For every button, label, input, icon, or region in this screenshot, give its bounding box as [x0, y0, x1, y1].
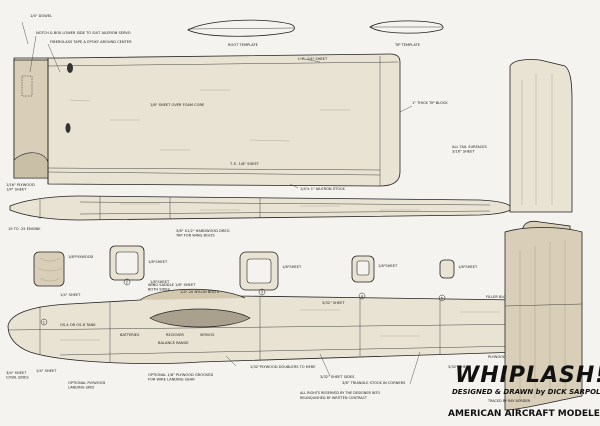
plywood-label: 1/8"PLYWOOD	[68, 255, 94, 259]
tip-template-label: TIP TEMPLATE	[394, 43, 421, 47]
tail-surfaces-line-2: 3/16" SHEET	[452, 150, 475, 154]
station-2-label: 2	[126, 280, 128, 284]
sheet-a-label: 1/8"SHEET	[148, 260, 168, 264]
filler-blocks-label: FILLER BLOCKS	[486, 295, 514, 299]
grooved-plywood-line-2: FOR WIRE LANDING GEAR	[148, 378, 195, 382]
grooved-plywood-label: OPTIONAL 1/8" PLYWOOD GROOVED FOR WIRE L…	[148, 373, 215, 382]
station-3-label: 3	[261, 290, 263, 294]
tip-template: TIP TEMPLATE	[369, 20, 444, 47]
stabilizer-plan	[504, 59, 583, 411]
tail-surfaces-label: ALL TAIL SURFACES 3/16" SHEET	[452, 145, 488, 154]
plywood-sheet-line-1: 1/16" PLYWOOD	[6, 183, 35, 187]
cowl-sheet-line-1: 3/4" SHEET	[6, 371, 27, 375]
rights-line-2: RELINQUISHED BY WRITTEN CONTRACT	[300, 396, 368, 400]
plan-title: WHIPLASH!	[455, 363, 600, 388]
fiberglass-label: FIBERGLASS TAPE & EPOXY AROUND CENTER	[50, 40, 132, 44]
batteries-label: BATTERIES	[120, 333, 140, 337]
hardwood-dreg-line-1: 3/8" X1/2" HARDWOOD DREG	[176, 229, 230, 233]
te-sheet-label: T. E. 1/8" SHEET	[229, 162, 260, 166]
landing-skid-line-1: OPTIONAL PLYWOOD	[68, 381, 105, 385]
doublers-label: 1/32"PLYWOOD DOUBLERS TO HERE	[250, 365, 316, 369]
le-sheet-label: L. E. 1/4" SHEET	[298, 57, 328, 61]
formers: 1/8"PLYWOOD 1/8"SHEET 2 1/8"SHEET 1/8"SH…	[33, 245, 478, 291]
dowel-label: 1/4" DOWEL	[30, 14, 52, 18]
grooved-plywood-line-1: OPTIONAL 1/8" PLYWOOD GROOVED	[148, 373, 214, 377]
sheet-1-4-label: 1/4" SHEET	[60, 293, 81, 297]
wing-plan: 1/4" DOWEL NOTCH & BOX LOWER SIDE TO SUI…	[13, 14, 448, 191]
sheet-3-32-b-label: 3/32" SHEET	[448, 365, 471, 369]
station-4-label: 4	[361, 294, 363, 298]
station-1-label: 1	[43, 320, 45, 324]
plywood-skid-label: PLYWOOD SKID	[488, 355, 516, 359]
fuselage-top-view: 19 TO .25 ENGINE	[8, 195, 513, 231]
tip-block-label: 1" THICK TIP BLOCK	[412, 101, 448, 105]
engine-label: 19 TO .25 ENGINE	[8, 227, 41, 231]
cowl-sheet-label: 3/4" SHEET COWL SIDES	[6, 371, 29, 380]
notch-label: NOTCH & BOX LOWER SIDE TO SUIT AILERON S…	[36, 31, 131, 35]
rights-line-1: ALL RIGHTS RESERVED BY THE DESIGNER INTO	[300, 391, 381, 395]
plywood-sheet-line-2: 1/4" SHEET	[6, 188, 27, 192]
wing-saddle-text: WING SADDLE 1/8" SHEET BOTH SIDES	[148, 283, 196, 292]
sheet-sides-label: 3/32" SHEET SIDES	[320, 375, 355, 379]
root-template: ROOT TEMPLATE	[187, 19, 295, 47]
hardwood-dreg-label: 3/8" X1/2" HARDWOOD DREG TAP FOR WING BO…	[175, 229, 231, 238]
root-template-label: ROOT TEMPLATE	[228, 43, 259, 47]
nylon-bolts-label: 1/4"-20 NYLON BOLTS	[180, 290, 220, 294]
servos-label: SERVOS	[200, 333, 215, 337]
tank-label: OS-4 OR OS-6 TANK	[60, 323, 96, 327]
receiver-label: RECEIVER	[166, 333, 184, 337]
sheet-e-label: 1/8"SHEET	[458, 265, 478, 269]
triangle-label: 3/8" TRIANGLE STOCK IN CORNERS	[342, 381, 406, 385]
wing-saddle-line-1: WING SADDLE 1/8" SHEET	[148, 283, 196, 287]
sheet-b-label: 1/8"SHEET	[150, 280, 170, 284]
aileron-stock-label: 1/4"x 1" AILERON STOCK	[300, 187, 346, 191]
publisher: AMERICAN AIRCRAFT MODELER	[448, 409, 600, 419]
title-block: WHIPLASH! DESIGNED & DRAWN by DICK SARPO…	[300, 363, 600, 419]
wing-saddle-line-2: BOTH SIDES	[148, 288, 171, 292]
sheet-c-label: 1/8"SHEET	[282, 265, 302, 269]
tail-surfaces-line-1: ALL TAIL SURFACES	[452, 145, 488, 149]
sheet-d-label: 1/8"SHEET	[378, 264, 398, 268]
station-5-label: 5	[441, 296, 443, 300]
fuselage-side-view: 1 3 4 5 1/4" SHEET OS-4 OR OS-6 TANK BAT…	[7, 209, 573, 385]
landing-skid-line-2: LANDING SKID	[68, 386, 94, 390]
plywood-sheet-label: 1/16" PLYWOOD 1/4" SHEET	[6, 183, 36, 192]
traced-by: TRACED BY RAY BORDEN	[487, 399, 531, 403]
designed-by: DESIGNED & DRAWN by DICK SARPOLUS	[452, 388, 600, 396]
balance-range-label: BALANCE RANGE	[158, 341, 189, 345]
hardwood-dreg-line-2: TAP FOR WING BOLTS	[175, 234, 215, 238]
sheet-over-foam-label: 1/8" SHEET OVER FOAM CORE	[150, 103, 205, 107]
sheet-3-32-label: 3/32" SHEET	[322, 301, 345, 305]
sheet-1-4-b-label: 1/4" SHEET	[36, 369, 57, 373]
cowl-sheet-line-2: COWL SIDES	[6, 376, 29, 380]
landing-skid-label: OPTIONAL PLYWOOD LANDING SKID	[68, 381, 106, 390]
